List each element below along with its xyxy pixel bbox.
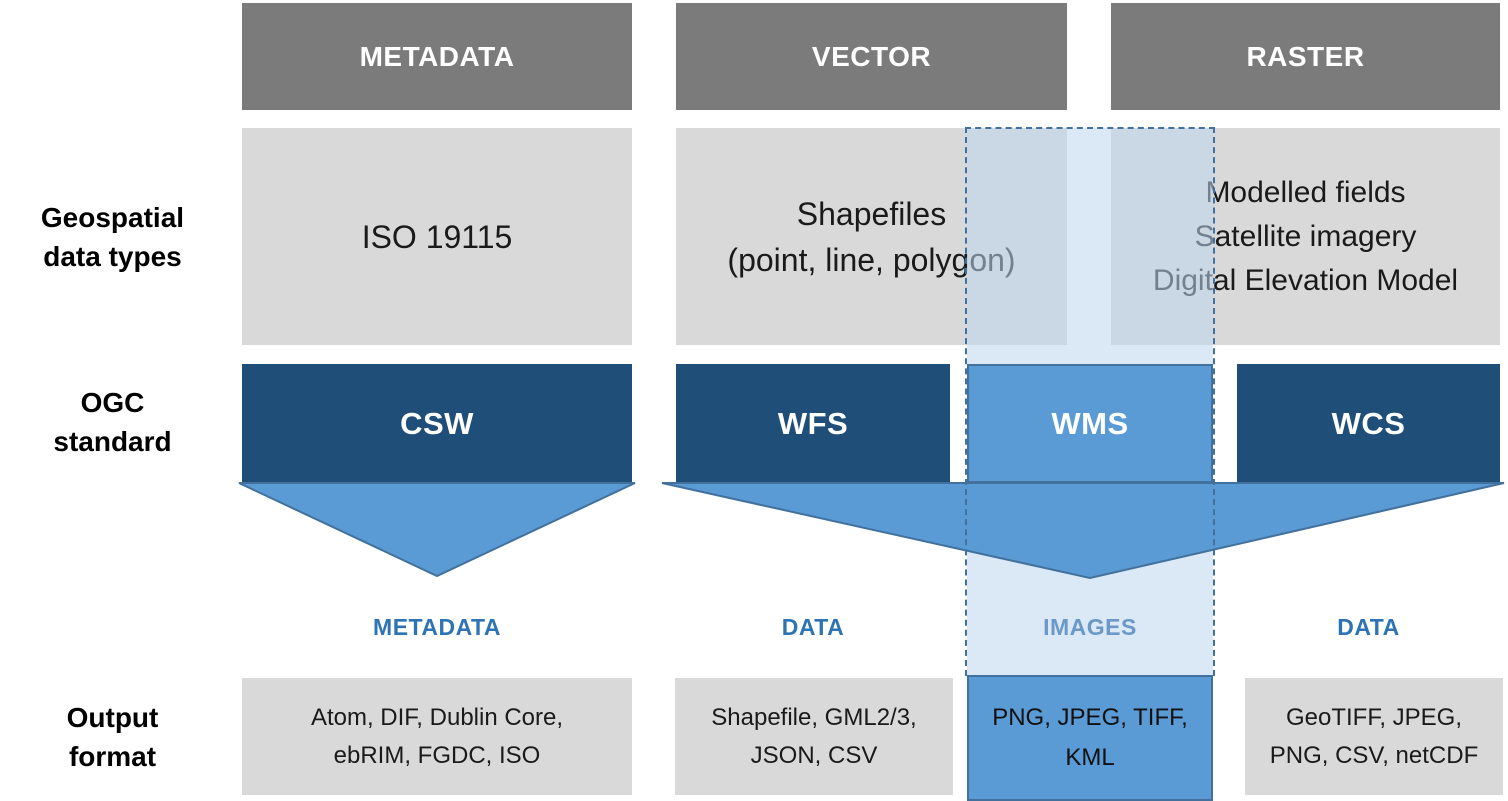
down-arrow-wfs-wms-wcs-icon [661,482,1505,580]
output-format-line: ebRIM, FGDC, ISO [333,741,541,769]
data-type-box-raster: Modelled fields Satellite imagery Digita… [1111,128,1500,345]
data-type-box-vector: Shapefiles (point, line, polygon) [676,128,1067,345]
result-label-images: IMAGES [1043,613,1137,640]
ogc-standard-box-wms: WMS [967,364,1213,483]
row-label-line: OGC [80,387,145,418]
data-type-line: Modelled fields [1205,175,1406,209]
column-header-metadata: METADATA [242,3,632,110]
data-type-line: Shapefiles [796,195,947,232]
data-type-box-metadata: ISO 19115 [242,128,632,345]
row-label-line: standard [53,426,172,457]
ogc-standard-box-csw: CSW [242,364,632,483]
output-format-line: Atom, DIF, Dublin Core, [310,703,564,731]
row-label-output-format: Output format [20,698,205,776]
output-format-box-vector: Shapefile, GML2/3, JSON, CSV [675,678,953,795]
result-label-metadata: METADATA [373,613,501,640]
row-label-line: data types [43,241,182,272]
output-format-line: KML [1065,744,1115,771]
row-label-geospatial-data-types: Geospatial data types [20,198,205,276]
output-format-box-metadata: Atom, DIF, Dublin Core, ebRIM, FGDC, ISO [242,678,632,795]
ogc-standard-box-wfs: WFS [676,364,950,483]
result-label-data-vector: DATA [781,613,845,640]
column-header-raster: RASTER [1111,3,1500,110]
output-format-line: PNG, JPEG, TIFF, [992,704,1188,731]
output-format-line: JSON, CSV [750,741,878,769]
result-label-data-raster: DATA [1337,613,1400,640]
row-label-line: Geospatial [40,202,185,233]
row-label-line: Output [66,702,159,733]
data-type-line: (point, line, polygon) [727,241,1016,278]
row-label-ogc-standard: OGC standard [20,383,205,461]
down-arrow-csw-icon [238,482,636,578]
output-format-line: Shapefile, GML2/3, [711,703,917,731]
row-label-line: format [68,741,157,772]
data-type-line: Digital Elevation Model [1152,263,1459,297]
output-format-line: PNG, CSV, netCDF [1269,741,1479,769]
ogc-standard-box-wcs: WCS [1237,364,1500,483]
output-format-box-wms: PNG, JPEG, TIFF, KML [967,675,1213,801]
data-type-line: Satellite imagery [1194,219,1417,253]
column-header-vector: VECTOR [676,3,1067,110]
output-format-box-raster: GeoTIFF, JPEG, PNG, CSV, netCDF [1245,678,1503,795]
output-format-line: GeoTIFF, JPEG, [1285,703,1463,731]
